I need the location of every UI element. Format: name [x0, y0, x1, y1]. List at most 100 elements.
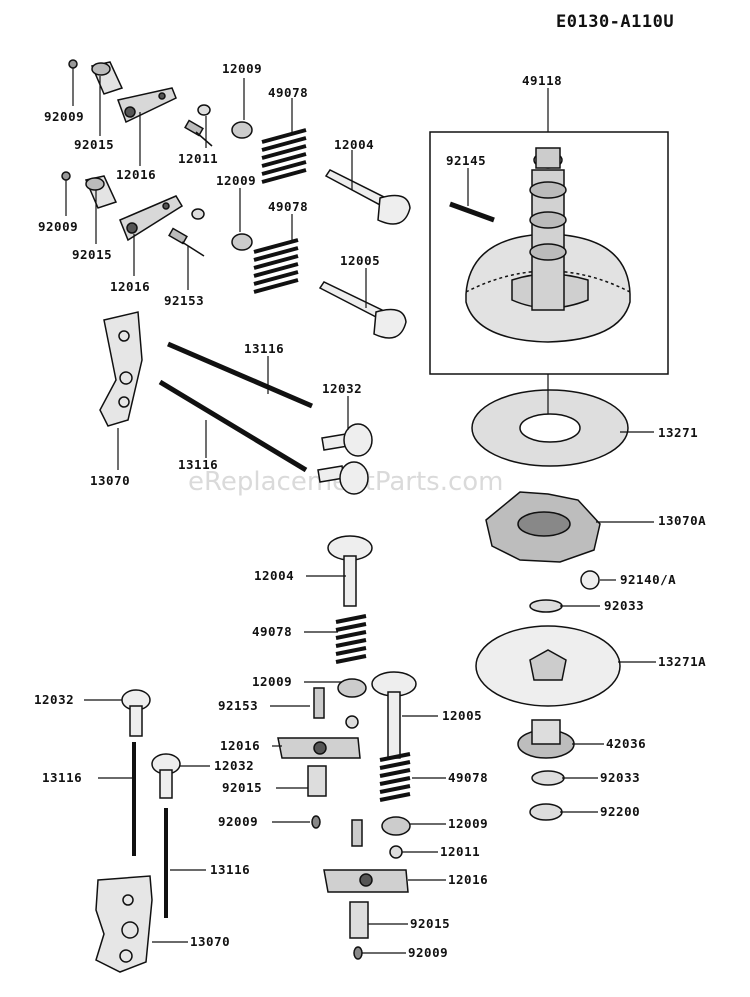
- plate-13271A: [475, 625, 621, 707]
- retainer-lower-right: [381, 816, 411, 836]
- callout-label: 42036: [606, 736, 647, 751]
- valve-12004-upper: [324, 169, 411, 225]
- callout-label: 49078: [252, 624, 293, 639]
- washer-13271: [471, 389, 629, 467]
- callout-label: 92009: [38, 219, 79, 234]
- callout-label: 12004: [334, 137, 375, 152]
- rocker-arm-upper: [117, 87, 177, 124]
- callout-label: 92009: [44, 109, 85, 124]
- stud-lower-right: [351, 819, 363, 847]
- callout-label: 92009: [218, 814, 259, 829]
- leader-lines: [65, 68, 656, 954]
- callout-label: 13116: [42, 770, 83, 785]
- ball-12011-lower-left: [345, 715, 359, 729]
- callout-label: 13271A: [658, 654, 707, 669]
- callout-label: 92140/A: [620, 572, 677, 587]
- callout-label: 12016: [220, 738, 261, 753]
- callout-label: 92015: [74, 137, 115, 152]
- lifter-12032-lower-mid: [151, 753, 181, 799]
- callout-label: 12032: [214, 758, 255, 773]
- ball-12011-upper: [197, 104, 211, 116]
- push-rod-upper: [167, 341, 313, 409]
- push-rod-lower: [158, 379, 308, 473]
- lifter-upper: [321, 423, 373, 457]
- retainer-upper: [231, 121, 253, 139]
- stud-upper: [184, 119, 213, 147]
- callout-label: 12016: [448, 872, 489, 887]
- rocker-12016-lower-left: [277, 737, 361, 759]
- retainer-lower-left: [337, 678, 367, 698]
- spring-lower: [253, 238, 299, 294]
- nut-92009-lower-right: [353, 946, 363, 960]
- callout-label: 92153: [218, 698, 259, 713]
- callout-label: 12011: [178, 151, 219, 166]
- lifter-lower: [317, 461, 369, 495]
- callout-label: 12009: [222, 61, 263, 76]
- callout-label: 12011: [440, 844, 481, 859]
- ring-92033-upper: [529, 599, 563, 613]
- callout-label: 12016: [110, 279, 151, 294]
- washer-92200: [529, 803, 563, 821]
- callout-label: 92153: [164, 293, 205, 308]
- callout-label: 92145: [446, 153, 487, 168]
- nut-92009-upper: [68, 59, 78, 69]
- nut-92009-lower-left: [311, 815, 321, 829]
- callout-label: 92015: [72, 247, 113, 262]
- callout-label: 12009: [252, 674, 293, 689]
- callout-label: 12016: [116, 167, 157, 182]
- sleeve-42036: [517, 719, 575, 759]
- callout-label: 49078: [268, 85, 309, 100]
- breather-plate-13070-lower: [95, 875, 153, 973]
- breather-plate-upper: [99, 311, 143, 427]
- nut-92009-lower: [61, 171, 71, 181]
- ring-92033-lower: [531, 770, 565, 786]
- stud-lower: [168, 227, 205, 257]
- pin-92145: [449, 201, 495, 223]
- callout-label: 49078: [268, 199, 309, 214]
- callout-label: 13116: [178, 457, 219, 472]
- callout-label: 12009: [448, 816, 489, 831]
- spring-49078-lower-right: [379, 752, 411, 802]
- callout-label: 12032: [322, 381, 363, 396]
- callout-label: 13116: [244, 341, 285, 356]
- pivot-upper: [90, 61, 124, 95]
- callout-label: 12032: [34, 692, 75, 707]
- camshaft-gear: [465, 147, 631, 343]
- callout-label: 12005: [442, 708, 483, 723]
- callout-label: 13116: [210, 862, 251, 877]
- ball-12011-lower-right: [389, 845, 403, 859]
- ball-12011-lower: [191, 208, 205, 220]
- callout-label: 92033: [604, 598, 645, 613]
- callout-label: 12004: [254, 568, 295, 583]
- callout-label: 13070: [190, 934, 231, 949]
- rocker-12016-lower-right: [323, 869, 409, 893]
- callout-label: 13070A: [658, 513, 707, 528]
- callout-label: 49078: [448, 770, 489, 785]
- callout-label: 92015: [222, 780, 263, 795]
- pivot-lower: [84, 175, 118, 209]
- callout-label: 12005: [340, 253, 381, 268]
- stud-92153-lower: [313, 687, 325, 719]
- callout-label: 92033: [600, 770, 641, 785]
- valve-12005-lower: [371, 671, 417, 759]
- callout-label: 13271: [658, 425, 699, 440]
- governor-13070A: [485, 491, 601, 563]
- diagram-code: E0130-A110U: [556, 12, 675, 32]
- valve-12004-lower: [327, 535, 373, 607]
- spring-49078-lower-left: [335, 614, 367, 664]
- callout-label: 13070: [90, 473, 131, 488]
- valve-12005-upper: [318, 281, 407, 339]
- callout-label: 12009: [216, 173, 257, 188]
- camshaft-box: [429, 131, 669, 375]
- spring-upper: [261, 128, 307, 184]
- pivot-92015-lower-right: [349, 901, 369, 939]
- ball-92140A: [580, 570, 600, 590]
- callout-label: 49118: [522, 73, 563, 88]
- retainer-lower: [231, 233, 253, 251]
- lifter-12032-lower-left: [121, 689, 151, 737]
- callout-label: 92009: [408, 945, 449, 960]
- pivot-92015-lower-left: [307, 765, 327, 797]
- callout-label: 92015: [410, 916, 451, 931]
